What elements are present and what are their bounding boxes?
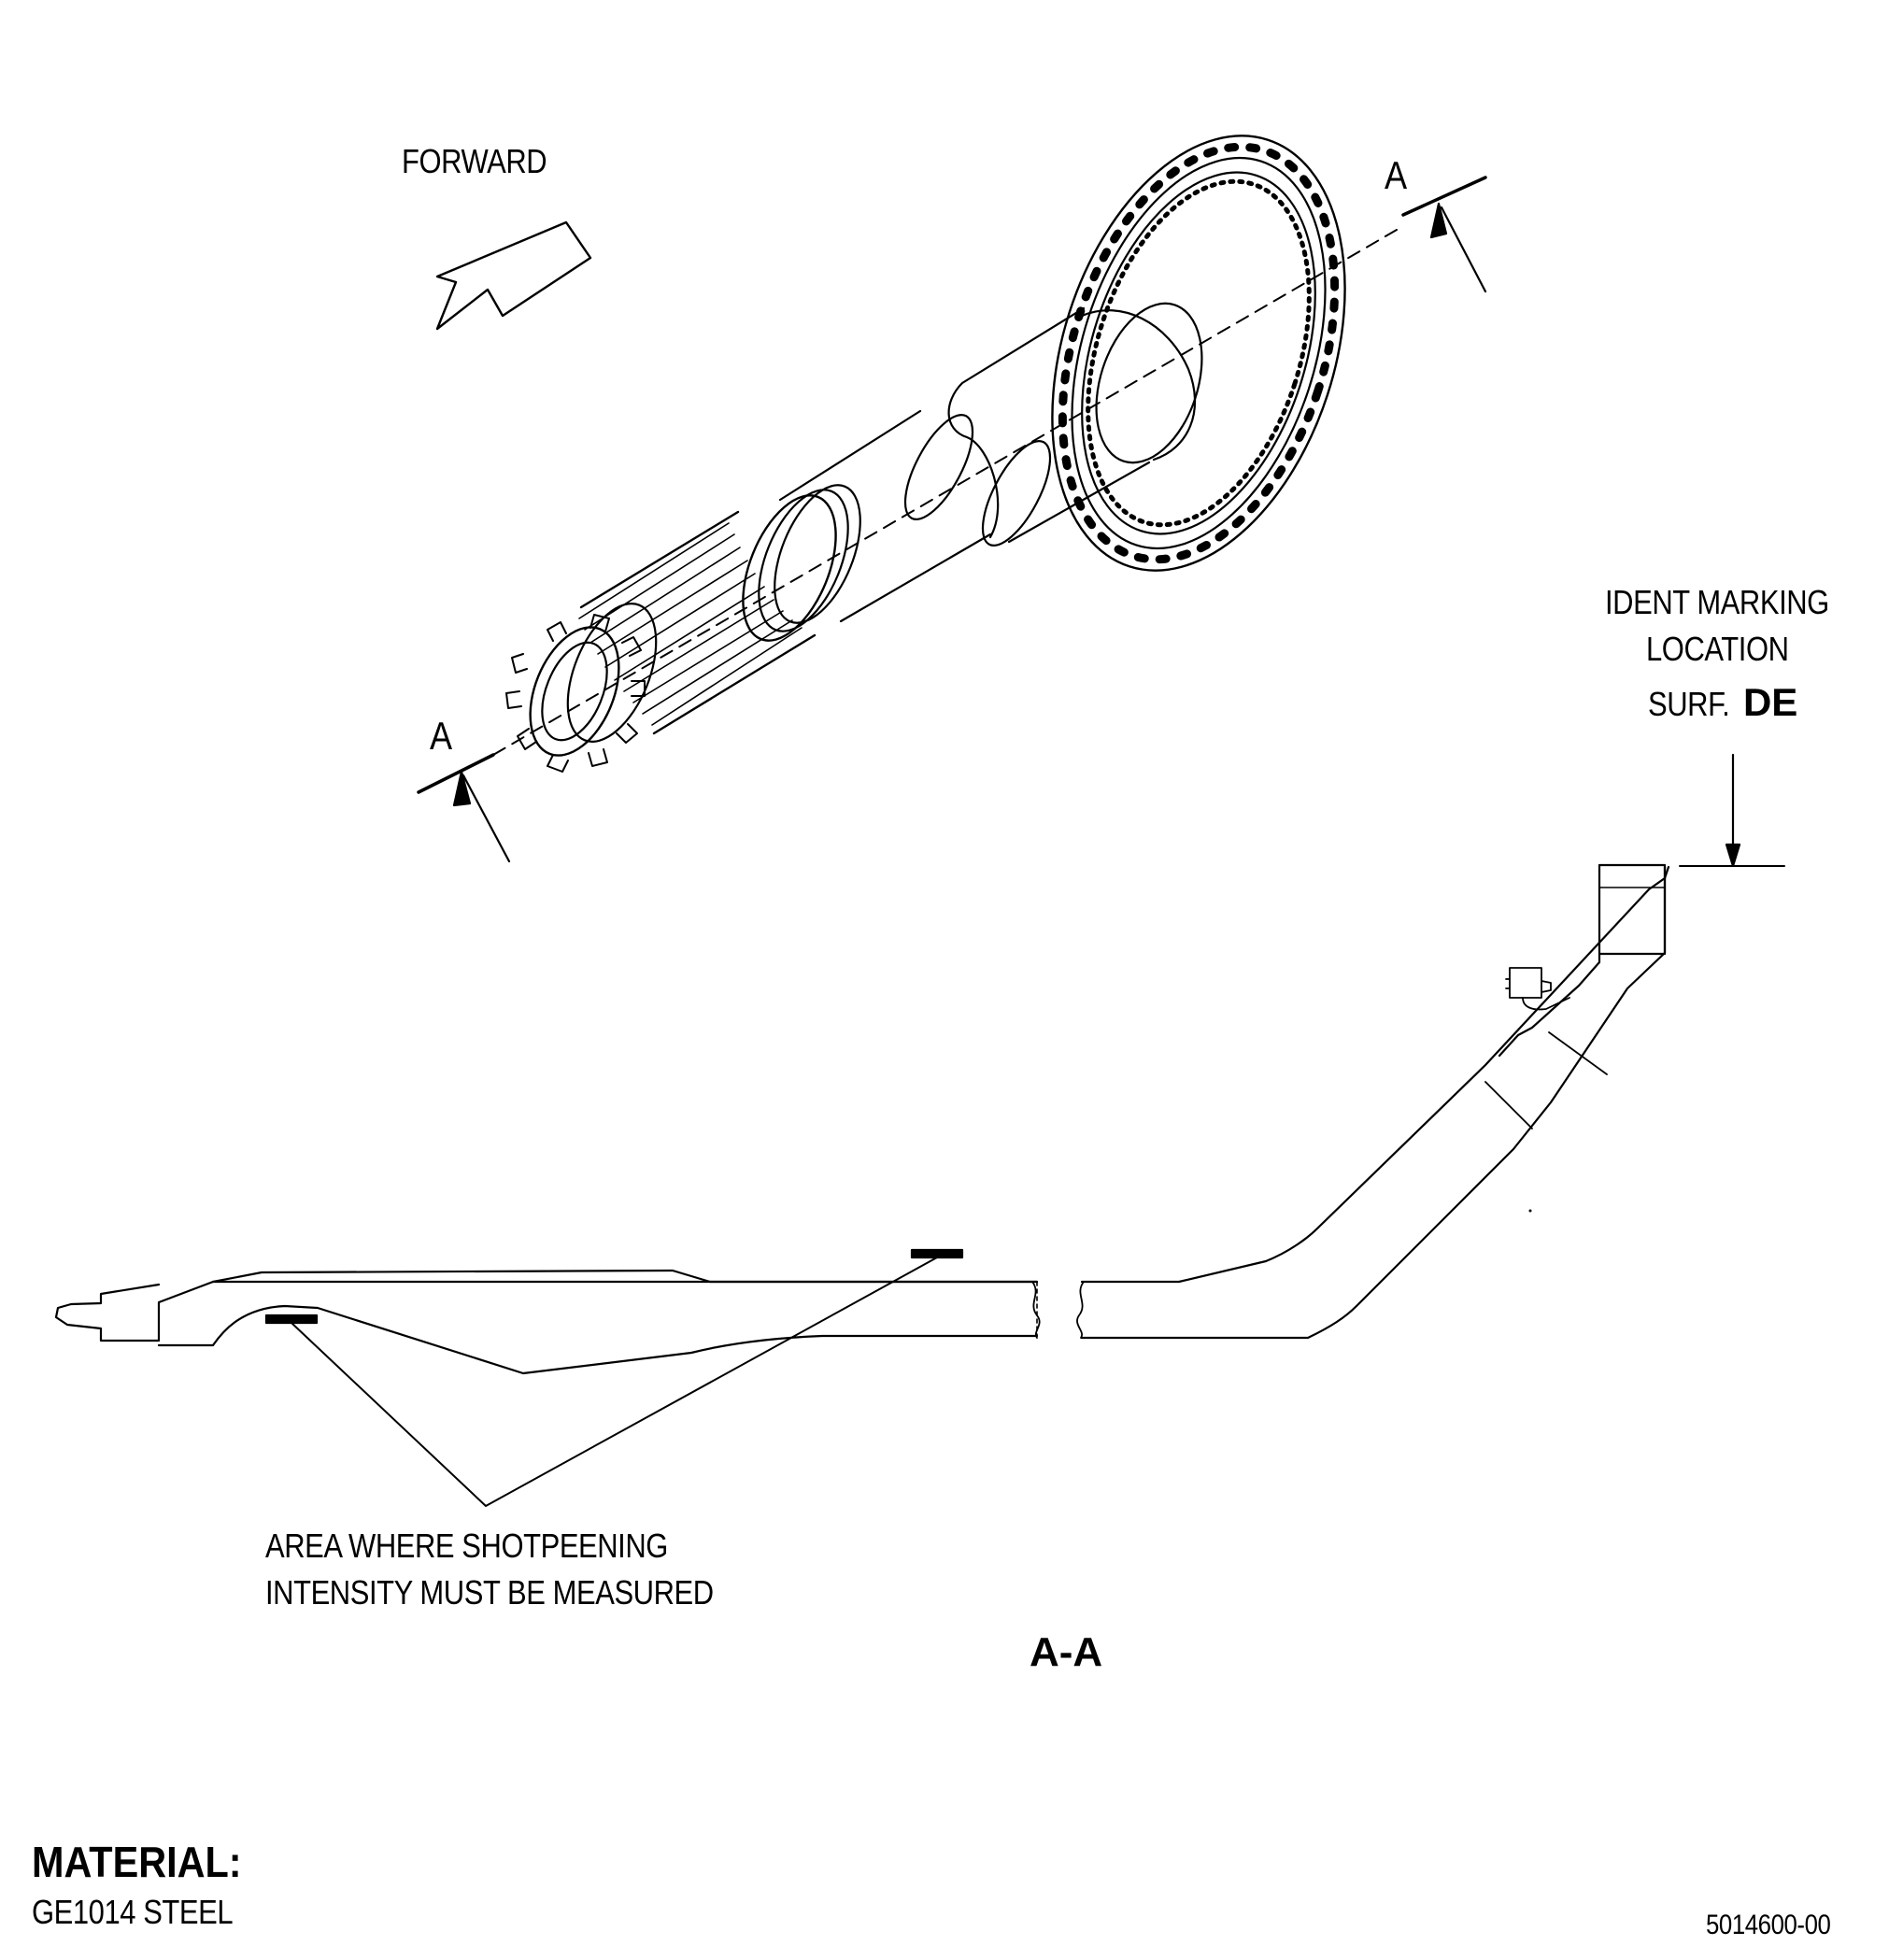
ident-surface-code: DE <box>1742 680 1798 724</box>
ident-line-3: SURF. DE <box>1648 680 1797 725</box>
shaft-flange <box>1001 98 1397 608</box>
figure-number: 5014600-00 <box>1706 1910 1831 1940</box>
ident-line-1: IDENT MARKING <box>1605 583 1829 621</box>
section-mark-bottom: A <box>430 714 452 758</box>
material-title: MATERIAL: <box>32 1838 242 1886</box>
castellated-end <box>506 615 645 772</box>
section-view-label: A-A <box>1030 1629 1103 1675</box>
spline-body <box>550 512 815 754</box>
shotpeen-line-1: AREA WHERE SHOTPEENING <box>265 1527 668 1565</box>
shaft-collar <box>724 473 877 653</box>
ident-line-2: LOCATION <box>1646 630 1789 668</box>
material-value: GE1014 STEEL <box>32 1893 234 1931</box>
section-a-a-profile <box>56 755 1784 1506</box>
shaft-centerline <box>493 230 1397 755</box>
shaft-rear-section <box>949 308 1149 542</box>
shaft-front-section <box>780 411 990 621</box>
ident-surf-prefix: SURF. <box>1648 685 1730 723</box>
section-arrow-top-icon <box>1403 178 1485 291</box>
shaft-isometric <box>419 98 1485 861</box>
shotpeen-line-2: INTENSITY MUST BE MEASURED <box>265 1573 714 1612</box>
section-mark-top: A <box>1385 153 1407 197</box>
shotpeen-markers <box>266 1250 962 1506</box>
section-arrow-bottom-icon <box>419 755 509 861</box>
forward-arrow-icon <box>437 222 590 329</box>
forward-label: FORWARD <box>402 142 547 180</box>
flange-hub <box>1082 310 1195 460</box>
